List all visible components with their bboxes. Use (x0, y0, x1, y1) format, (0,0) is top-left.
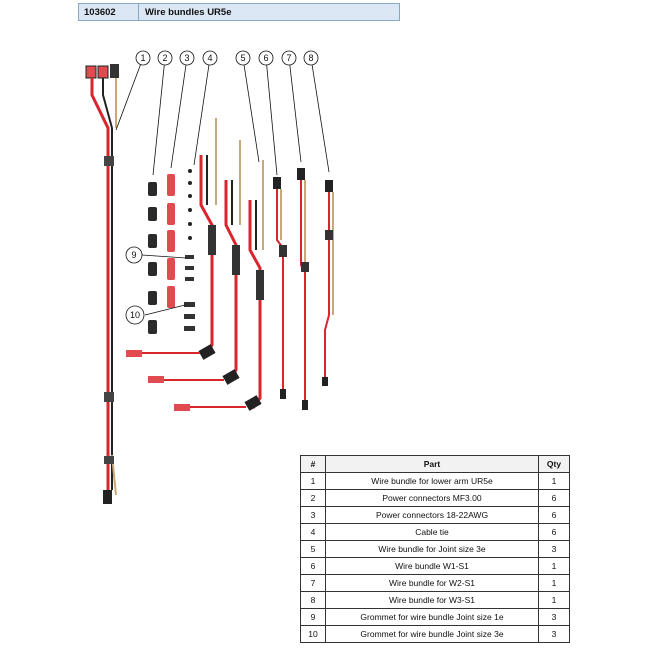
row-qty: 6 (538, 523, 570, 541)
callout-2: 2 (162, 53, 167, 63)
row-part: Wire bundle for Joint size 3e (325, 540, 539, 558)
row-number: 1 (300, 472, 326, 490)
row-number: 8 (300, 591, 326, 609)
row-qty: 3 (538, 625, 570, 643)
row-qty: 6 (538, 489, 570, 507)
row-qty: 6 (538, 506, 570, 524)
row-part: Wire bundle for W3-S1 (325, 591, 539, 609)
header-part: Part (325, 455, 539, 473)
wire-bundle-w2-s1 (297, 168, 309, 410)
row-number: 6 (300, 557, 326, 575)
row-qty: 3 (538, 608, 570, 626)
row-number: 4 (300, 523, 326, 541)
page-title: Wire bundles UR5e (145, 6, 232, 18)
wire-bundle-joint-3e (126, 118, 264, 411)
row-number: 2 (300, 489, 326, 507)
part-number: 103602 (79, 4, 139, 20)
row-qty: 1 (538, 574, 570, 592)
row-part: Wire bundle for lower arm UR5e (325, 472, 539, 490)
callout-4: 4 (207, 53, 212, 63)
row-part: Power connectors 18-22AWG (325, 506, 539, 524)
callout-8: 8 (308, 53, 313, 63)
cable-ties (188, 169, 192, 240)
row-part: Grommet for wire bundle Joint size 3e (325, 625, 539, 643)
row-part: Power connectors MF3.00 (325, 489, 539, 507)
grommets-size-1e (185, 255, 194, 281)
header-qty: Qty (538, 455, 570, 473)
title-bar: 103602 Wire bundles UR5e (78, 3, 400, 21)
callout-1: 1 (140, 53, 145, 63)
callout-3: 3 (184, 53, 189, 63)
row-part: Wire bundle for W2-S1 (325, 574, 539, 592)
row-part: Cable tie (325, 523, 539, 541)
callout-leaders (115, 57, 330, 316)
header-number: # (300, 455, 326, 473)
row-number: 10 (300, 625, 326, 643)
row-part: Wire bundle W1-S1 (325, 557, 539, 575)
parts-table-header: # Part Qty (300, 455, 570, 473)
power-connectors-mf3 (148, 182, 157, 334)
callout-9: 9 (131, 250, 136, 260)
wire-bundle-w3-s1 (322, 180, 334, 386)
row-number: 9 (300, 608, 326, 626)
callouts (125, 50, 319, 325)
row-qty: 3 (538, 540, 570, 558)
row-number: 3 (300, 506, 326, 524)
row-part: Grommet for wire bundle Joint size 1e (325, 608, 539, 626)
grommets-size-3e (184, 302, 195, 331)
row-qty: 1 (538, 472, 570, 490)
callout-5: 5 (240, 53, 245, 63)
wire-bundle-lower-arm (85, 64, 119, 504)
callout-6: 6 (263, 53, 268, 63)
wire-bundle-w1-s1 (273, 177, 287, 399)
power-connectors-18-22awg (167, 174, 175, 308)
row-qty: 1 (538, 557, 570, 575)
callout-10: 10 (130, 310, 140, 320)
row-number: 7 (300, 574, 326, 592)
row-qty: 1 (538, 591, 570, 609)
row-number: 5 (300, 540, 326, 558)
callout-7: 7 (286, 53, 291, 63)
